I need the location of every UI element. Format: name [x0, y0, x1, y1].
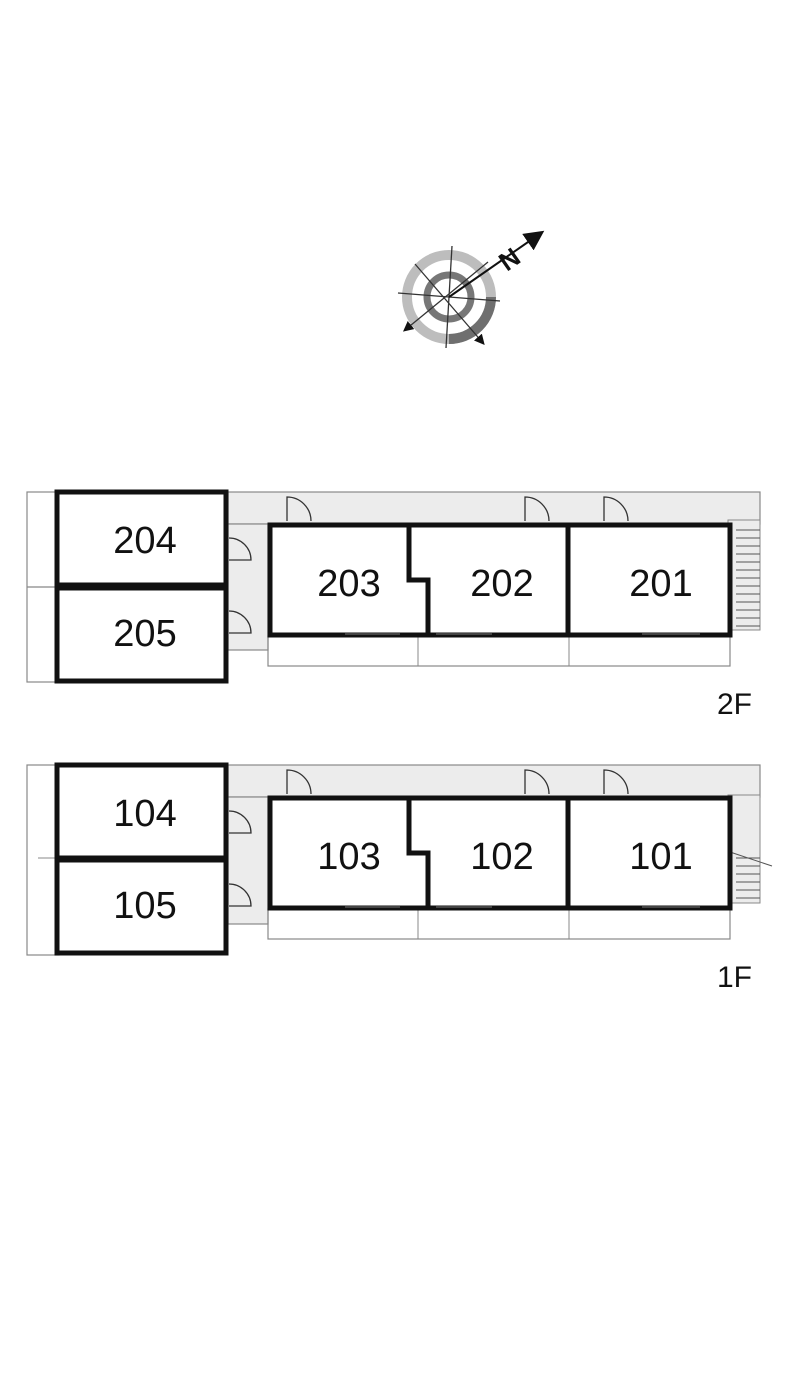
- room-102-label: 102: [470, 836, 533, 878]
- floor-2f: 204 205 203 202 201 2F: [26, 489, 761, 721]
- staircase-icon: [736, 529, 760, 627]
- room-101-label: 101: [629, 836, 692, 878]
- room-201-label: 201: [629, 563, 692, 605]
- floor-label-1f: 1F: [717, 961, 752, 994]
- room-205-label: 205: [113, 613, 176, 655]
- floor-label-2f: 2F: [717, 688, 752, 721]
- room-105-label: 105: [113, 885, 176, 927]
- compass-rose-icon: N: [397, 230, 545, 349]
- room-203-label: 203: [317, 563, 380, 605]
- staircase-icon: [729, 851, 773, 899]
- room-104-label: 104: [113, 793, 176, 835]
- room-202-label: 202: [470, 563, 533, 605]
- floor-1f: 104 105 103 102 101 1F: [26, 762, 773, 994]
- door-icon: [228, 769, 629, 907]
- room-103-label: 103: [317, 836, 380, 878]
- door-icon: [228, 496, 629, 634]
- room-204-label: 204: [113, 520, 176, 562]
